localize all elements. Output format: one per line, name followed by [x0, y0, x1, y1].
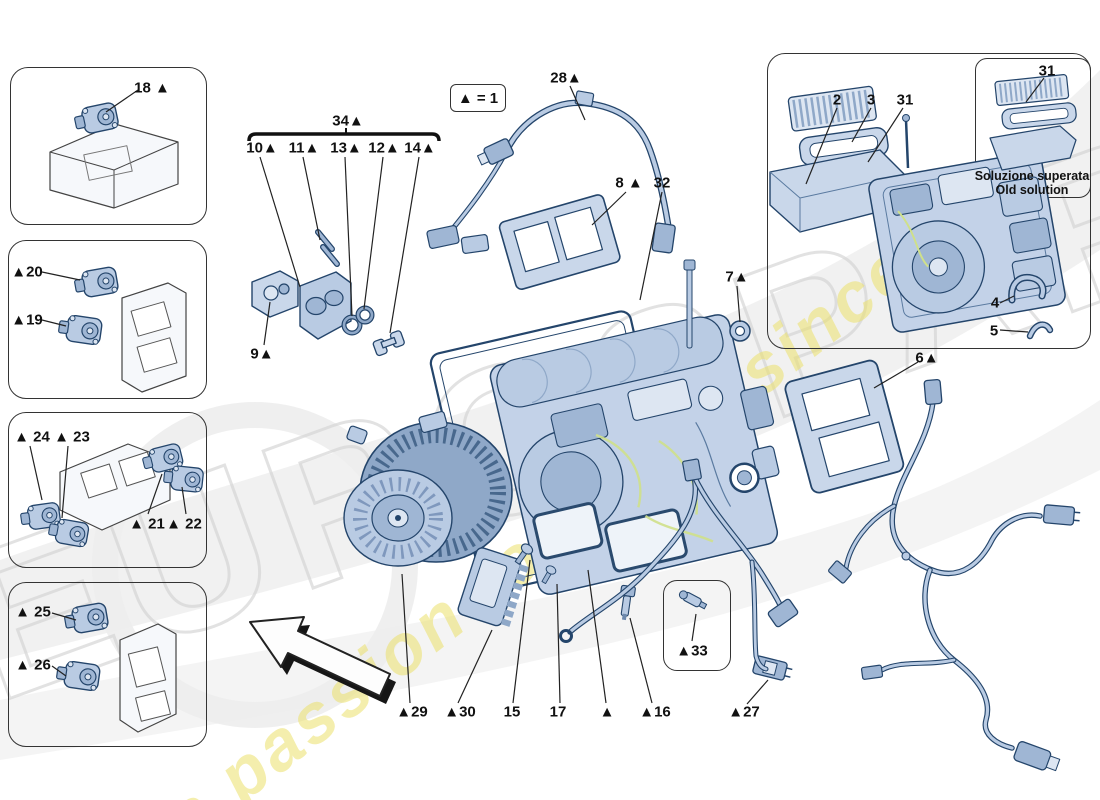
expansion-valve-group-drawing	[251, 229, 405, 357]
leader-lines	[29, 77, 1045, 705]
callout-28: 28▲	[550, 69, 582, 87]
filter-assembly-drawing	[769, 74, 1077, 340]
old-solution-note-line1: Soluzione superata	[974, 169, 1090, 183]
callout-5: 5	[989, 322, 999, 340]
callout-26: ▲ 26	[15, 656, 51, 674]
actuators-25-26-drawing	[54, 601, 177, 733]
callout-11: 11▲	[288, 139, 320, 157]
callout-30: ▲30	[444, 703, 476, 721]
connector-27-drawing	[752, 655, 793, 681]
callout-18: 18 ▲	[134, 79, 170, 97]
inset-box-part-18	[10, 67, 207, 225]
callout-31: 31	[896, 91, 914, 109]
centre-harness-drawing	[559, 458, 799, 672]
inset-box-parts-19-20	[8, 240, 207, 399]
callout-34: 34▲	[332, 112, 364, 130]
screw-15-drawing	[514, 543, 534, 565]
inset-box-parts-25-26	[8, 582, 207, 747]
callout-17: 17	[549, 703, 567, 721]
callout-10: 10▲	[246, 139, 278, 157]
inset-box-filter-assembly	[767, 53, 1091, 349]
callout-24: ▲ 24	[14, 428, 50, 446]
callout-20: ▲20	[11, 263, 43, 281]
grommet-7-drawing	[729, 320, 751, 342]
callout-4: 4	[990, 294, 1000, 312]
callout-21: ▲ 21	[129, 515, 165, 533]
callout-32: 32	[653, 174, 671, 192]
right-harness-drawing	[828, 378, 1081, 772]
screw-17-drawing	[541, 565, 557, 585]
callout-33: ▲33	[676, 642, 708, 660]
callout-29: ▲29	[396, 703, 428, 721]
callout-9: 9▲	[250, 345, 274, 363]
harness-28-drawing	[426, 90, 676, 254]
callout-16: ▲16	[639, 703, 671, 721]
callout-13: 13▲	[330, 139, 362, 157]
callout-8: 8 ▲	[615, 174, 643, 192]
callout-3: 3	[866, 91, 876, 109]
old-solution-note-line2: Old solution	[995, 183, 1069, 197]
inset-box-part-33	[663, 580, 731, 671]
callout-27: ▲27	[728, 703, 760, 721]
inset-box-parts-21-24	[8, 412, 207, 568]
actuators-19-20-drawing	[56, 265, 187, 393]
callout-14: 14▲	[404, 139, 436, 157]
callout-22: ▲ 22	[166, 515, 202, 533]
gasket-8-drawing	[498, 194, 621, 290]
callout-31-inset: 31	[1038, 62, 1056, 80]
callout-23: ▲ 23	[54, 428, 90, 446]
bracket-34	[247, 128, 441, 142]
legend-triangle-equals-one: ▲ = 1	[450, 84, 506, 112]
callout-triangle: ▲	[599, 703, 615, 721]
callout-25: ▲ 25	[15, 603, 51, 621]
housing-part-18-drawing	[49, 101, 179, 209]
direction-arrow	[249, 616, 396, 704]
callout-12: 12▲	[368, 139, 400, 157]
callout-2: 2	[832, 91, 842, 109]
blower-motor-29-drawing	[343, 410, 513, 567]
actuators-21-24-drawing	[18, 441, 205, 549]
callout-19: ▲19	[11, 311, 43, 329]
sensor-33-drawing	[678, 590, 708, 610]
gasket-6-drawing	[784, 359, 905, 494]
callout-15: 15	[503, 703, 521, 721]
callout-6: 6▲	[915, 349, 939, 367]
callout-7: 7▲	[725, 268, 749, 286]
blower-resistor-30-drawing	[457, 547, 529, 628]
evaporator-unit-drawing	[429, 310, 780, 595]
